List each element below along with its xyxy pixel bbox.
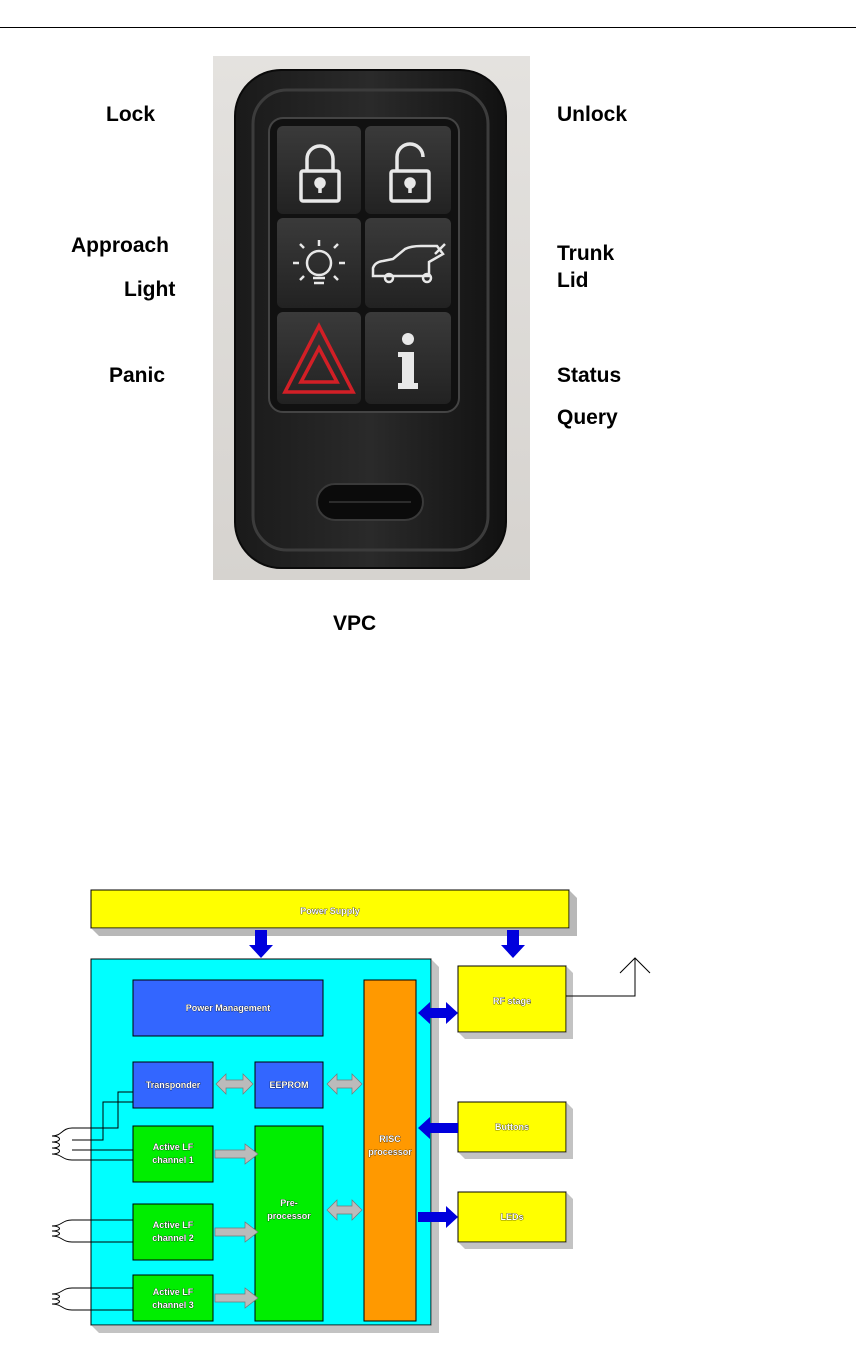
risc-processor-line1: RISC [379,1134,401,1144]
lf-coil-1-icon [52,1128,72,1160]
key-fob-illustration [213,56,530,580]
risc-processor-line2: processor [368,1147,412,1157]
pre-processor-line2: processor [267,1211,311,1221]
antenna-icon [566,958,650,996]
buttons-label: Buttons [495,1122,529,1132]
block-diagram: Power Supply Power Management Transponde… [0,870,856,1343]
label-approach: Approach [71,233,169,258]
block-diagram-svg: Power Supply Power Management Transponde… [0,870,856,1343]
label-query: Query [557,405,618,430]
pre-processor-line1: Pre- [280,1198,298,1208]
active-lf-1-line2: channel 1 [152,1155,194,1165]
active-lf-channel-3-block [133,1275,213,1321]
leds-label: LEDs [500,1212,523,1222]
active-lf-channel-2-block [133,1204,213,1260]
power-supply-label: Power Supply [300,906,360,916]
key-fob-photo [213,56,530,580]
power-management-label: Power Management [186,1003,271,1013]
active-lf-3-line2: channel 3 [152,1300,194,1310]
rf-stage-label: RF stage [493,996,531,1006]
pre-processor-block [255,1126,323,1321]
active-lf-1-line1: Active LF [153,1142,194,1152]
lf-coil-3-icon [52,1288,72,1310]
header-rule [0,27,856,28]
label-unlock: Unlock [557,102,627,127]
transponder-label: Transponder [146,1080,201,1090]
label-trunk: Trunk [557,241,614,266]
approach-light-button [277,218,361,308]
label-light: Light [124,277,175,302]
label-status: Status [557,363,621,388]
lf-coil-2-icon [52,1220,72,1242]
figure-caption: VPC [333,612,376,636]
active-lf-2-line1: Active LF [153,1220,194,1230]
active-lf-3-line1: Active LF [153,1287,194,1297]
label-lock: Lock [106,102,155,127]
label-lid: Lid [557,268,589,293]
eeprom-label: EEPROM [269,1080,308,1090]
active-lf-channel-1-block [133,1126,213,1182]
active-lf-2-line2: channel 2 [152,1233,194,1243]
label-panic: Panic [109,363,165,388]
